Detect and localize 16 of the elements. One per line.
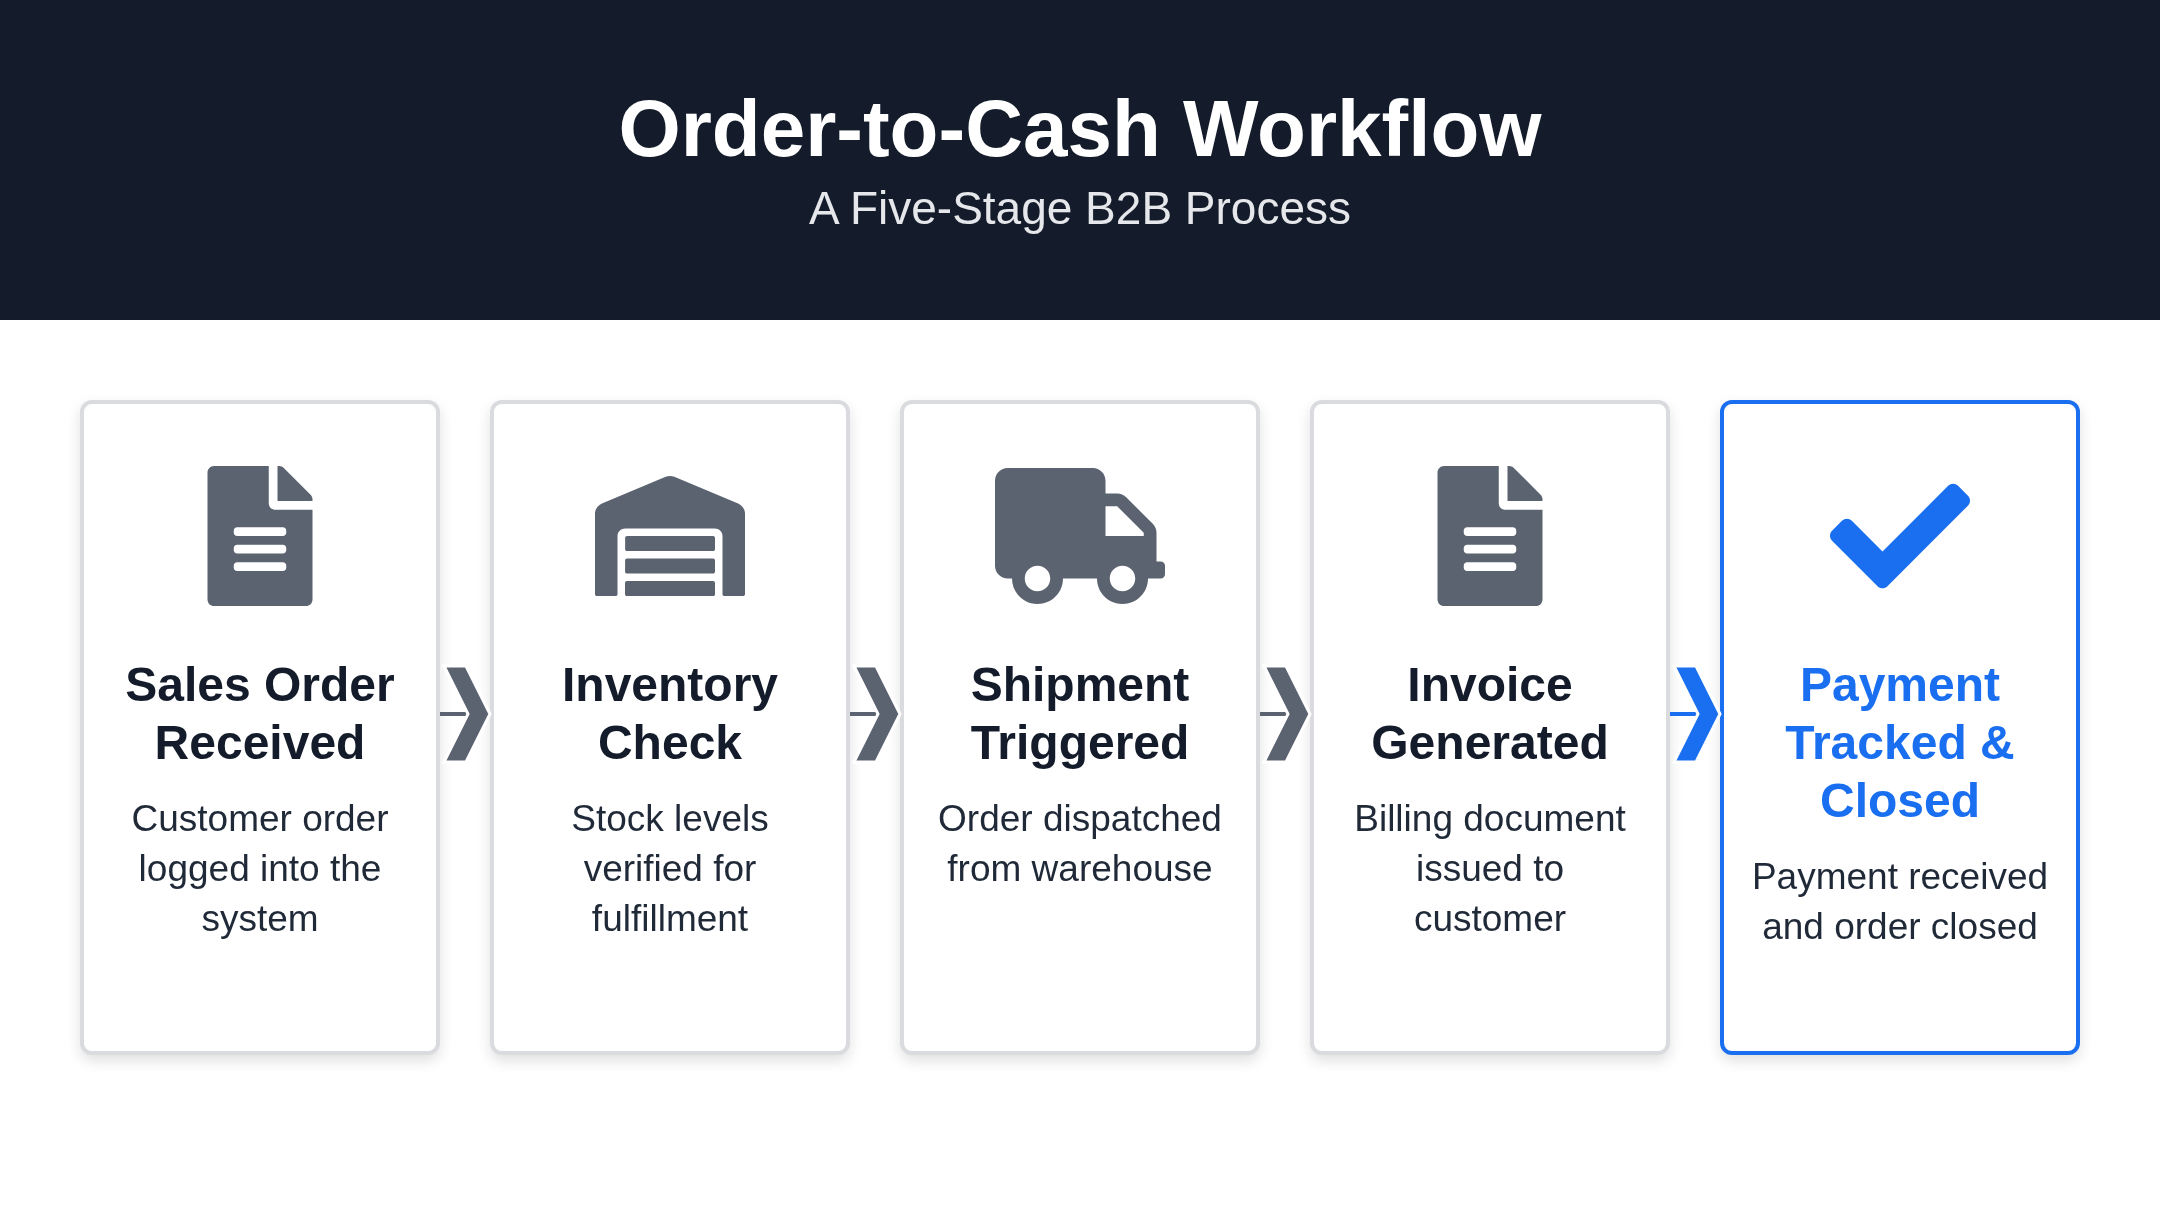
stage-description: Payment received and order closed	[1750, 855, 2050, 949]
stage-title: Inventory Check	[560, 657, 779, 771]
stage-description: Stock levels verified for fulfillment	[570, 797, 770, 941]
stage-card	[1310, 400, 1670, 1055]
stage-description: Order dispatched from warehouse	[937, 797, 1223, 891]
stage-card	[80, 400, 440, 1055]
title: Order-to-Cash Workflow	[618, 89, 1542, 169]
stage-card	[900, 400, 1260, 1055]
stage-card	[490, 400, 850, 1055]
stage-card	[1720, 400, 2080, 1055]
stage-title: Shipment Triggered	[969, 657, 1191, 771]
stage-description: Customer order logged into the system	[130, 797, 390, 941]
stage-title: Payment Tracked & Closed	[1784, 657, 2016, 829]
stage-title: Sales Order Received	[124, 657, 396, 771]
stage-title: Invoice Generated	[1370, 657, 1610, 771]
stage-description: Billing document issued to customer	[1353, 797, 1627, 941]
